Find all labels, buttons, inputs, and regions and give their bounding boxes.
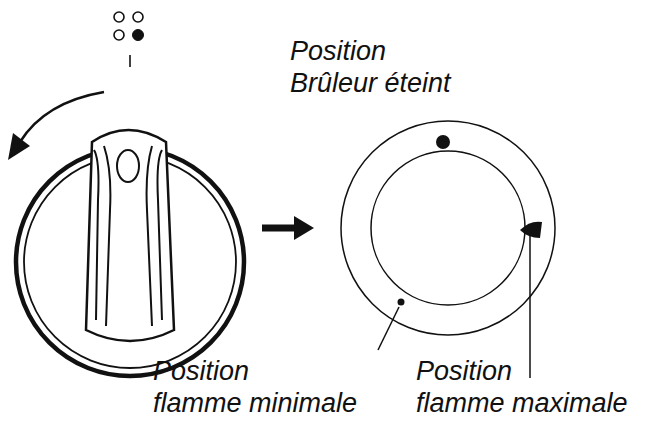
rotation-arrow — [8, 92, 104, 160]
knob — [16, 130, 244, 376]
position-dial — [341, 121, 555, 335]
position-label: Position flamme maximale — [416, 355, 628, 419]
position-label: Position flamme minimale — [153, 355, 357, 419]
right-arrow — [262, 216, 314, 240]
burner-symbol — [114, 12, 144, 67]
position-label: Position Brûleur éteint — [290, 35, 451, 99]
